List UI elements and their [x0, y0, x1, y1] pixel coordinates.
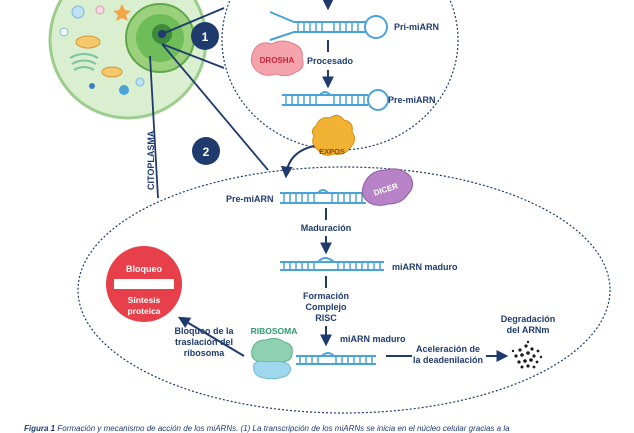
maduracion-label: Maduración [301, 223, 352, 233]
bloqueo-traslacion-1: Bloqueo de la [174, 326, 234, 336]
mitochondria [75, 35, 123, 78]
dicer-enzyme: DICER [361, 168, 414, 206]
connector-lines [149, 7, 269, 199]
pre-mirna-cyto-label: Pre-miARN [226, 194, 274, 204]
cytoplasm-label: CITOPLASMA [146, 130, 156, 190]
expos-enzyme: EXPOS [311, 114, 356, 156]
degradacion-label-2: del ARNm [507, 325, 550, 335]
aceleracion-label-2: la deadenilación [413, 355, 483, 365]
caption-text: Formación y mecanismo de acción de los m… [57, 424, 510, 433]
vesicles [59, 5, 145, 95]
mature-mirna-label-2: miARN maduro [340, 334, 406, 344]
ribosome [251, 337, 293, 380]
drosha-enzyme: DROSHA [250, 40, 304, 77]
figure-caption: Figura 1 Formación y mecanismo de acción… [24, 424, 624, 433]
risc-label-3: RISC [315, 313, 337, 323]
nucleus-zoom-outline [221, 0, 459, 151]
procesado-label: Procesado [307, 56, 354, 66]
svg-text:DROSHA: DROSHA [260, 56, 295, 65]
pre-mirna-hairpin-cyto [280, 189, 366, 204]
degradacion-label-1: Degradación [501, 314, 556, 324]
svg-text:EXPOS: EXPOS [319, 147, 345, 156]
nucleus [125, 3, 195, 73]
svg-text:Síntesis: Síntesis [128, 295, 161, 305]
ribosome-label: RIBOSOMA [251, 326, 298, 336]
svg-text:1: 1 [202, 30, 209, 44]
step-2-badge: 2 [192, 137, 220, 165]
caption-prefix: Figura 1 [24, 424, 56, 433]
blockage-arrow [177, 316, 245, 357]
pre-mirna-nucleus-label: Pre-miARN [388, 95, 436, 105]
pre-mirna-hairpin-nucleus [282, 89, 389, 111]
pri-mirna-hairpin [269, 0, 388, 41]
svg-text:Bloqueo: Bloqueo [126, 264, 162, 274]
export-arrow [280, 145, 315, 179]
mature-mirna-strand [296, 352, 376, 365]
mature-mirna-duplex [280, 257, 384, 271]
stop-sign: Bloqueo Síntesis proteica [106, 246, 182, 322]
star-organelle [113, 4, 131, 21]
pri-mirna-label: Pri-miARN [394, 22, 439, 32]
bloqueo-traslacion-2: traslación del [175, 337, 233, 347]
risc-label-1: Formación [303, 291, 349, 301]
svg-text:2: 2 [203, 145, 210, 159]
svg-text:proteica: proteica [127, 306, 160, 316]
degraded-mrna-dots [511, 340, 543, 369]
golgi [69, 53, 99, 71]
aceleracion-label-1: Aceleración de [416, 344, 480, 354]
cytoplasm-outline [77, 166, 611, 414]
step-1-badge: 1 [191, 22, 219, 50]
mature-mirna-label-1: miARN maduro [392, 262, 458, 272]
cell [48, 0, 208, 120]
risc-label-2: Complejo [305, 302, 347, 312]
bloqueo-traslacion-3: ribosoma [184, 348, 226, 358]
